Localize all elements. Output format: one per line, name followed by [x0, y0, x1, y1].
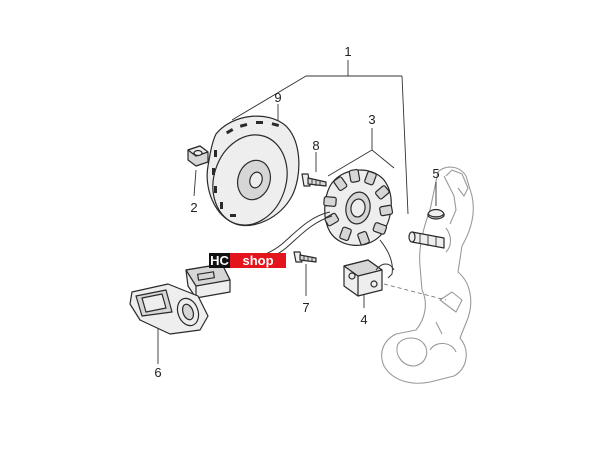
rotor-slots: [212, 121, 280, 217]
logo-shop-text: shop: [242, 253, 273, 268]
logo-hc-text: HC: [210, 253, 229, 268]
callout-5: 5: [432, 166, 439, 181]
woodruff-key: [427, 208, 445, 220]
callout-3: 3: [368, 112, 375, 127]
harness-connector: [185, 263, 231, 299]
callout-6: 6: [154, 365, 161, 380]
hc-shop-logo: HC shop: [209, 253, 286, 268]
callout-8: 8: [312, 138, 319, 153]
callout-2: 2: [190, 200, 197, 215]
pickup-coil: [343, 259, 395, 297]
pickup-screw: [293, 251, 317, 263]
callout-7: 7: [302, 300, 309, 315]
callout-labels: 1 9 3 8 5 2 7 4 6: [154, 44, 439, 380]
flywheel-nut: [187, 145, 209, 167]
engine-case-outline: [381, 166, 474, 384]
logo-shop-box: [230, 253, 286, 268]
logo-hc-box: [209, 253, 230, 268]
connector-cap: [129, 283, 209, 335]
crankshaft-end: [408, 231, 445, 249]
flywheel-rotor: [206, 115, 300, 227]
callout-1: 1: [344, 44, 351, 59]
alignment-dashed-line: [383, 283, 447, 301]
callout-9: 9: [274, 90, 281, 105]
callout-4: 4: [360, 312, 367, 327]
stator-coils: [323, 168, 394, 246]
stator: [243, 168, 394, 279]
stator-screw: [301, 173, 327, 187]
